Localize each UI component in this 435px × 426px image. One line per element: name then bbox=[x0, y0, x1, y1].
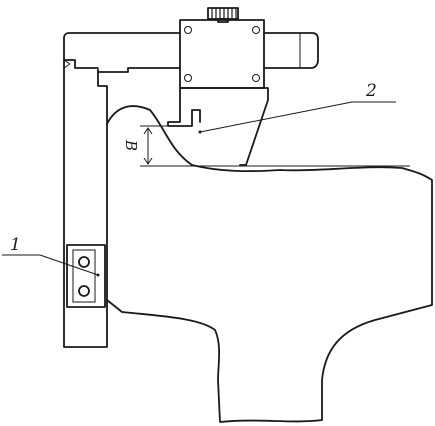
dimension-b bbox=[143, 127, 153, 165]
callout-1-label: 1 bbox=[10, 235, 21, 255]
rail-profile bbox=[106, 105, 433, 423]
gauge-vertical-bar bbox=[63, 59, 108, 348]
head-screw-bl bbox=[184, 74, 192, 82]
head-screw-br bbox=[252, 74, 260, 82]
adjustment-knob bbox=[207, 7, 239, 23]
callout-1 bbox=[2, 254, 100, 277]
arm-notch bbox=[63, 33, 301, 69]
callout-2 bbox=[198, 101, 396, 134]
head-screw-tr bbox=[252, 26, 260, 34]
clamp-screw-bottom bbox=[78, 285, 90, 297]
clamp-block bbox=[66, 244, 106, 308]
clamp-screw-top bbox=[78, 256, 90, 268]
callout-2-label: 2 bbox=[365, 81, 377, 101]
gauge-top-arm bbox=[63, 32, 319, 73]
probe-body bbox=[167, 87, 269, 166]
gauge-frame-inner bbox=[97, 69, 108, 125]
dimension-b-label: B bbox=[122, 139, 140, 151]
sliding-head bbox=[179, 19, 265, 89]
head-screw-tl bbox=[184, 26, 192, 34]
